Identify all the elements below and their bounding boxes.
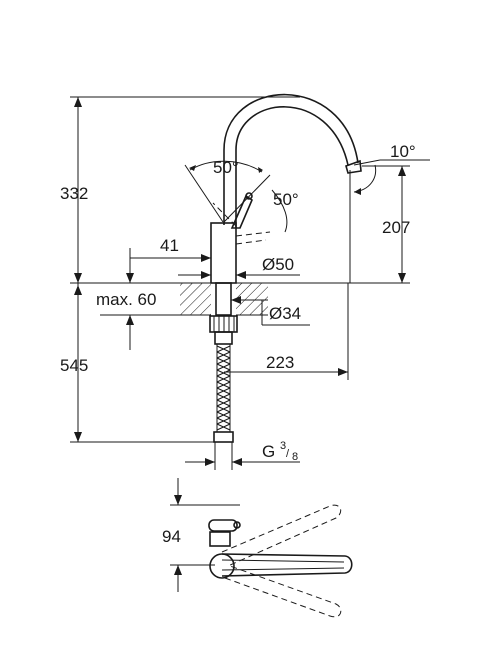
dim-lever-angle-left: 50° [213,158,239,177]
spout-swivel-up [221,504,342,567]
dim-total-height: 332 [60,184,88,203]
spout-outer [235,106,349,228]
dim-spout-reach: 223 [266,353,294,372]
dim-base-diameter: Ø50 [262,255,294,274]
dim-connection-den: 8 [292,451,298,463]
angle-arc-top [189,160,263,173]
dim-base-offset: 41 [160,236,179,255]
dim-hole-diameter: Ø34 [269,304,301,323]
base-top [209,553,235,579]
svg-text:/: / [286,448,290,460]
dim-lever-angle-right: 50° [273,190,299,209]
spout-top [221,553,353,577]
dim-spout-height: 207 [382,218,410,237]
threaded-rod [214,331,233,345]
dim-top-view-depth: 94 [162,527,181,546]
dim-connection: G [262,442,275,461]
spout-inner [223,93,359,225]
dim-spout-angle: 10° [390,142,416,161]
dim-below-mount: 545 [60,356,88,375]
spout-tip [345,159,362,174]
dim-connection-num: 3 [280,440,286,452]
spout-swivel-down [224,565,342,618]
dim-max-thickness: max. 60 [96,290,156,309]
lever-top [208,519,238,532]
top-view: 94 [162,478,353,618]
mounting-shank [215,282,232,316]
angle-arc-right [271,189,288,233]
deck-hatch-right [236,283,268,315]
angle-arc-spout [353,164,377,193]
lever-handle [212,192,271,245]
flexible-hose [213,344,234,443]
deck-hatch-left [180,283,211,315]
faucet-body [210,222,237,284]
side-view: 332 545 207 10° 50° 50° 41 Ø50 max. 60 Ø… [60,93,430,470]
